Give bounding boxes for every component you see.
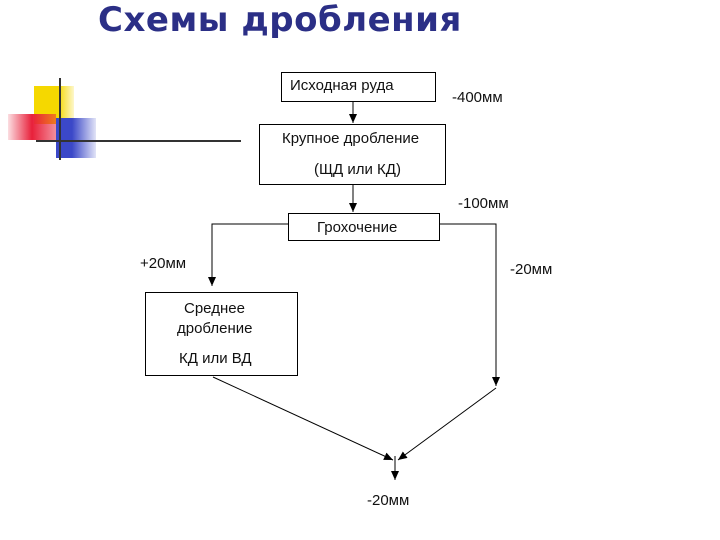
medium-crushing-box: Среднее дробление КД или ВД	[145, 292, 298, 376]
ore-label: Исходная руда	[290, 77, 394, 94]
medium-crushing-label-1: Среднее	[184, 300, 245, 317]
arrow-oversize-branch	[212, 224, 288, 286]
size-label-after-coarse: -100мм	[458, 195, 509, 212]
medium-crushing-equipment: КД или ВД	[179, 350, 252, 367]
size-label-final: -20мм	[367, 492, 409, 509]
screening-label: Грохочение	[317, 219, 397, 236]
ore-box: Исходная руда	[281, 72, 436, 102]
coarse-crushing-equipment: (ЩД или КД)	[314, 161, 401, 178]
size-label-undersize: -20мм	[510, 261, 552, 278]
size-label-oversize: +20мм	[140, 255, 186, 272]
line-undersize-to-merge	[398, 388, 496, 460]
coarse-crushing-box: Крупное дробление (ЩД или КД)	[259, 124, 446, 185]
medium-crushing-label-2: дробление	[177, 320, 252, 337]
size-label-ore: -400мм	[452, 89, 503, 106]
coarse-crushing-label: Крупное дробление	[282, 130, 419, 147]
line-medium-to-merge	[213, 377, 393, 460]
arrow-undersize-branch	[440, 224, 496, 386]
screening-box: Грохочение	[288, 213, 440, 241]
